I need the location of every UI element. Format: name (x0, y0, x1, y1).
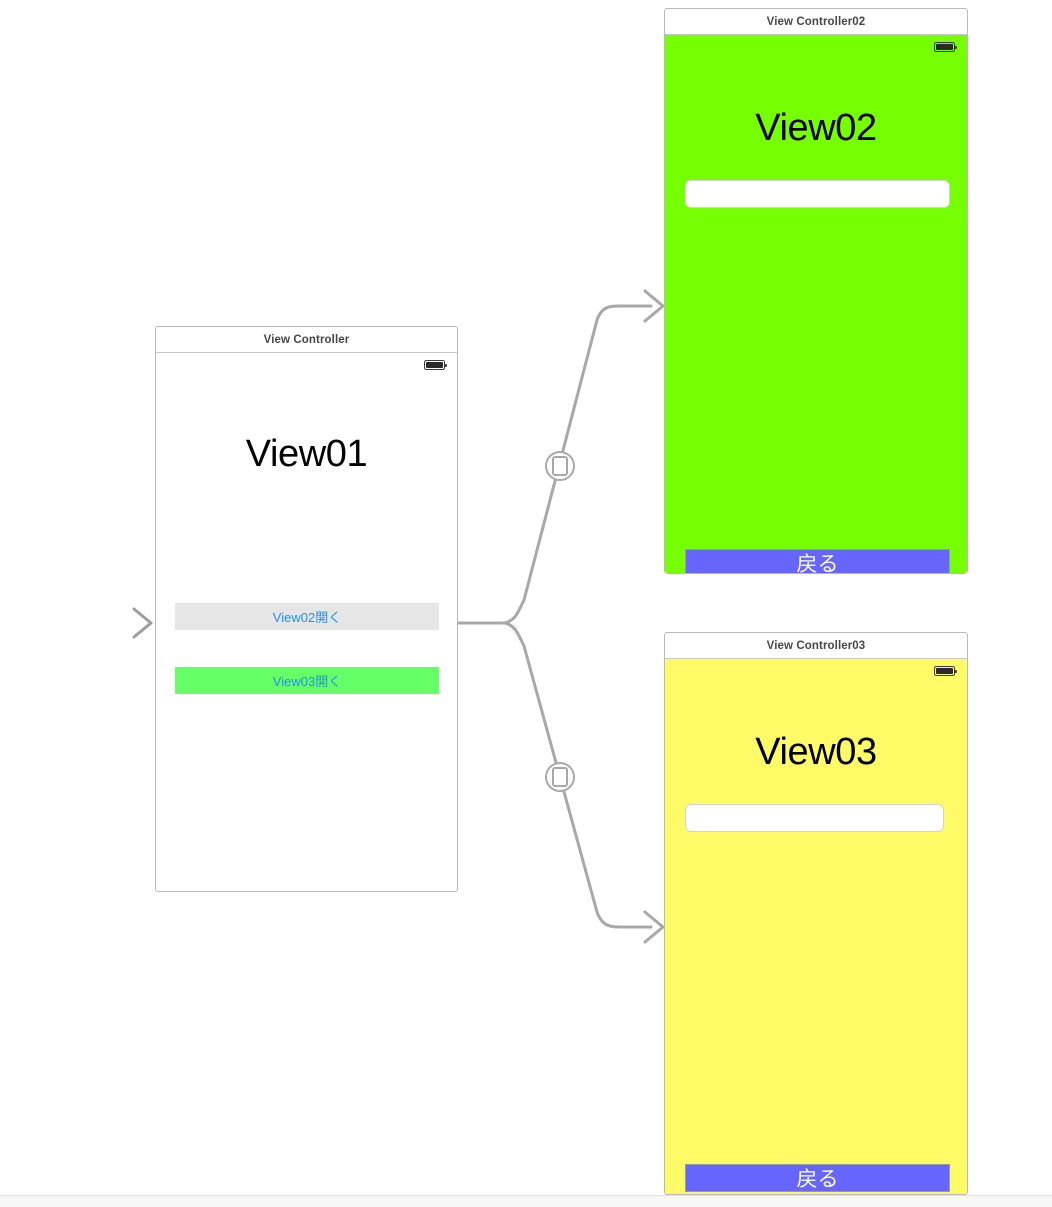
view02-textfield[interactable] (685, 180, 950, 208)
open-view02-button[interactable]: View02開く (175, 603, 439, 630)
view02-back-button[interactable]: 戻る (685, 549, 950, 573)
scene-body[interactable]: View02 戻る (665, 35, 967, 573)
scene-titlebar[interactable]: View Controller02 (665, 9, 967, 35)
view03-textfield[interactable] (685, 804, 944, 832)
battery-icon (934, 666, 958, 676)
scene-titlebar[interactable]: View Controller (156, 327, 457, 353)
scene-title: View Controller03 (766, 639, 866, 652)
initial-view-controller-arrow (68, 607, 153, 639)
modal-segue-icon-view03[interactable] (545, 762, 575, 792)
scene-view-controller-01[interactable]: View Controller View01 View02開く View03開く (155, 326, 458, 892)
view-heading-label: View03 (755, 731, 877, 773)
scene-titlebar[interactable]: View Controller03 (665, 633, 967, 659)
battery-icon (934, 42, 958, 52)
open-view03-button-label: View03開く (272, 674, 342, 689)
open-view03-button[interactable]: View03開く (175, 667, 439, 694)
segue-view01-to-view03 (503, 621, 665, 944)
view-heading-label: View02 (755, 107, 877, 149)
segue-view01-to-view02 (503, 289, 665, 625)
view03-back-button[interactable]: 戻る (685, 1164, 950, 1192)
canvas-bottom-gutter[interactable] (0, 1195, 1052, 1207)
scene-view-controller-03[interactable]: View Controller03 View03 戻る (664, 632, 968, 1195)
view02-back-button-label: 戻る (796, 553, 839, 573)
scene-title: View Controller (263, 333, 350, 346)
status-bar (665, 659, 967, 681)
view-heading-label: View01 (245, 433, 368, 475)
status-bar (665, 35, 967, 57)
scene-body[interactable]: View01 View02開く View03開く (156, 353, 457, 891)
view03-back-button-label: 戻る (796, 1168, 839, 1191)
scene-title: View Controller02 (766, 15, 866, 28)
status-bar (156, 353, 457, 375)
modal-segue-icon-view02[interactable] (545, 451, 575, 481)
open-view02-button-label: View02開く (272, 610, 342, 625)
scene-view-controller-02[interactable]: View Controller02 View02 戻る (664, 8, 968, 574)
battery-icon (424, 360, 448, 370)
scene-body[interactable]: View03 戻る (665, 659, 967, 1194)
